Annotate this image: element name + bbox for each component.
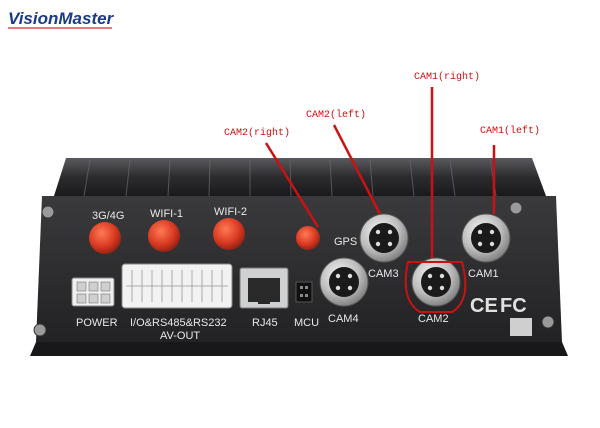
label-rj45: RJ45 <box>252 317 278 329</box>
label-gps: GPS <box>334 236 357 248</box>
label-cam3: CAM3 <box>368 268 399 280</box>
callout-cam1-left: CAM1(left) <box>480 125 540 137</box>
label-power: POWER <box>76 317 118 329</box>
antenna-connector-wifi1 <box>148 220 180 252</box>
label-cam2: CAM2 <box>418 313 449 325</box>
label-io: I/O&RS485&RS232 <box>130 317 227 329</box>
callout-cam2-left: CAM2(left) <box>306 109 366 121</box>
mcu-port <box>295 281 313 303</box>
label-av-out: AV-OUT <box>160 330 200 342</box>
callout-line-cam2-right <box>264 142 320 228</box>
antenna-connector-3g4g <box>89 222 121 254</box>
label-wifi1: WIFI-1 <box>150 208 183 220</box>
callout-lines <box>264 87 496 258</box>
chassis-fins <box>54 158 546 197</box>
label-wifi2: WIFI-2 <box>214 206 247 218</box>
ce-mark-icon: CE <box>470 295 498 317</box>
io-port <box>121 263 233 309</box>
power-port <box>71 277 115 307</box>
antenna-connector-gps <box>296 226 320 250</box>
label-cam4: CAM4 <box>328 313 359 325</box>
panel-base <box>30 342 568 356</box>
brand-logo: VisionMaster <box>8 9 115 28</box>
callout-cam2-right: CAM2(right) <box>224 127 290 139</box>
rj45-port <box>239 267 289 309</box>
label-cam1: CAM1 <box>468 268 499 280</box>
cam3-connector <box>359 213 409 263</box>
cam2-connector <box>411 257 461 307</box>
label-mcu: MCU <box>294 317 319 329</box>
cam1-connector <box>461 213 511 263</box>
label-3g4g: 3G/4G <box>92 210 124 222</box>
callout-line-cam2-left <box>332 124 382 215</box>
cam4-connector <box>319 257 369 307</box>
fc-mark-icon: FC <box>500 295 527 317</box>
callout-cam1-right: CAM1(right) <box>414 71 480 83</box>
antenna-connector-wifi2 <box>213 218 245 250</box>
screw-icon <box>33 201 555 337</box>
cam2-highlight <box>404 261 467 313</box>
spec-sticker <box>510 318 532 336</box>
